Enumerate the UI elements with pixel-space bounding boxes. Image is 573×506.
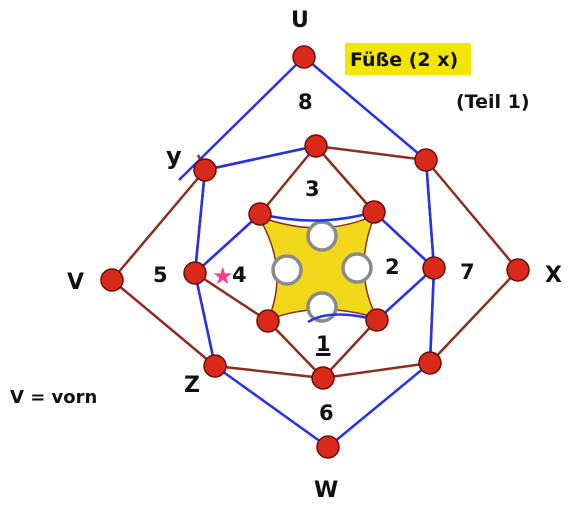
bead-u: [292, 45, 316, 69]
label-6: 6: [319, 401, 334, 425]
title-highlight: [345, 43, 471, 75]
bead-x: [506, 258, 530, 282]
bead-y: [193, 158, 217, 182]
bead-top-middle: [304, 134, 328, 158]
legend-note: V = vorn: [10, 387, 97, 408]
bead-top-right: [414, 148, 438, 172]
label-y: y: [166, 142, 182, 170]
bead-bottom-right: [418, 351, 442, 375]
bead-inner-top-right: [362, 200, 386, 224]
ring-right: [341, 252, 373, 284]
label-8: 8: [298, 90, 313, 114]
bead-inner-top-left: [248, 202, 272, 226]
label-w: W: [314, 478, 338, 503]
label-3: 3: [305, 177, 320, 201]
label-2: 2: [385, 255, 400, 279]
bead-5: [183, 261, 207, 285]
diagram-subtitle: (Teil 1): [456, 91, 530, 113]
label-1: 1: [316, 332, 331, 356]
label-v: V: [67, 270, 84, 295]
label-z: Z: [184, 373, 200, 398]
star-marker: ★: [212, 262, 234, 290]
label-x: X: [545, 263, 562, 288]
center-rings: [271, 220, 373, 323]
ring-left: [271, 254, 303, 286]
label-4: 4: [232, 263, 247, 287]
bead-v: [100, 268, 124, 292]
label-u: U: [291, 8, 309, 33]
bead-7: [422, 256, 446, 280]
label-7: 7: [460, 260, 475, 284]
label-5: 5: [153, 263, 168, 287]
bead-bottom-middle: [311, 366, 335, 390]
ring-top: [306, 220, 338, 252]
beads: [100, 45, 530, 459]
diagram-title: Füße (2 x): [350, 49, 458, 71]
bead-z: [203, 354, 227, 378]
bead-inner-bottom-right: [365, 308, 389, 332]
bead-w: [316, 435, 340, 459]
bead-inner-bottom-left: [256, 309, 280, 333]
